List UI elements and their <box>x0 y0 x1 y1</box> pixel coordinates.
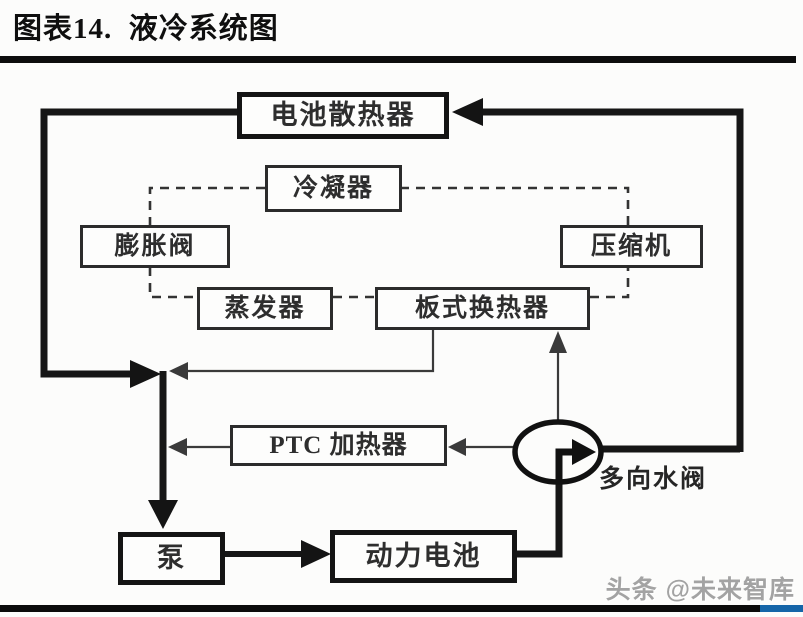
power-battery-label: 动力电池 <box>365 541 482 571</box>
arrowhead-into-radiator <box>452 98 483 126</box>
plate-to-compressor-dash <box>590 267 630 299</box>
node-ptc-heater: PTC 加热器 <box>230 425 447 466</box>
footer-rule-blue-accent <box>760 605 803 612</box>
node-pump: 泵 <box>118 532 225 585</box>
figure-title: 图表14. 液冷系统图 <box>13 13 279 45</box>
condenser-label: 冷凝器 <box>292 175 374 202</box>
coolant-loop-lines <box>40 108 744 558</box>
node-evaporator: 蒸发器 <box>197 287 333 330</box>
footer-rule-black <box>0 605 760 612</box>
pump-label: 泵 <box>157 543 186 573</box>
node-power-battery: 动力电池 <box>330 530 517 583</box>
riser-to-radiator-line <box>480 108 744 452</box>
arrowhead-into-pump <box>148 500 178 529</box>
node-condenser: 冷凝器 <box>265 165 402 212</box>
expansion-valve-label: 膨胀阀 <box>114 233 196 260</box>
arrowhead-plate-into-junction <box>169 362 188 380</box>
valve-internal-path <box>555 448 574 482</box>
compressor-label: 压缩机 <box>590 233 672 260</box>
refrigerant-loop-dashed-lines <box>148 186 630 299</box>
plate-heat-exchanger-label: 板式换热器 <box>414 295 550 322</box>
node-plate-heat-exchanger: 板式换热器 <box>375 287 590 330</box>
battery-radiator-label: 电池散热器 <box>270 100 416 130</box>
multi-way-valve-label: 多向水阀 <box>599 466 708 493</box>
arrowhead-into-battery <box>301 540 331 568</box>
expansion-valve-to-evaporator-dash <box>148 267 197 299</box>
arrowhead-into-ptc <box>448 438 466 456</box>
node-expansion-valve: 膨胀阀 <box>80 225 230 268</box>
branch-arrowheads <box>168 331 567 456</box>
watermark: 头条 @未来智库 <box>605 576 795 604</box>
compressor-to-condenser-dash <box>402 186 630 225</box>
multi-way-valve-icon <box>512 419 604 485</box>
arrowhead-into-junction <box>130 360 161 388</box>
arrowhead-into-plate <box>549 331 567 353</box>
valve-internal-arrowhead <box>572 439 596 465</box>
node-compressor: 压缩机 <box>560 225 703 268</box>
evaporator-label: 蒸发器 <box>224 295 306 322</box>
branch-lines <box>186 330 560 449</box>
plate-to-junction-line <box>187 330 435 373</box>
radiator-to-junction-line <box>40 108 237 378</box>
title-underline <box>0 56 796 63</box>
arrowhead-ptc-into-junction <box>168 438 187 456</box>
battery-to-valve-line <box>517 484 563 558</box>
node-battery-radiator: 电池散热器 <box>237 92 449 139</box>
coolant-loop-arrowheads <box>130 98 483 568</box>
ptc-heater-label: PTC 加热器 <box>269 432 408 459</box>
condenser-to-expansion-valve-dash <box>148 186 265 225</box>
